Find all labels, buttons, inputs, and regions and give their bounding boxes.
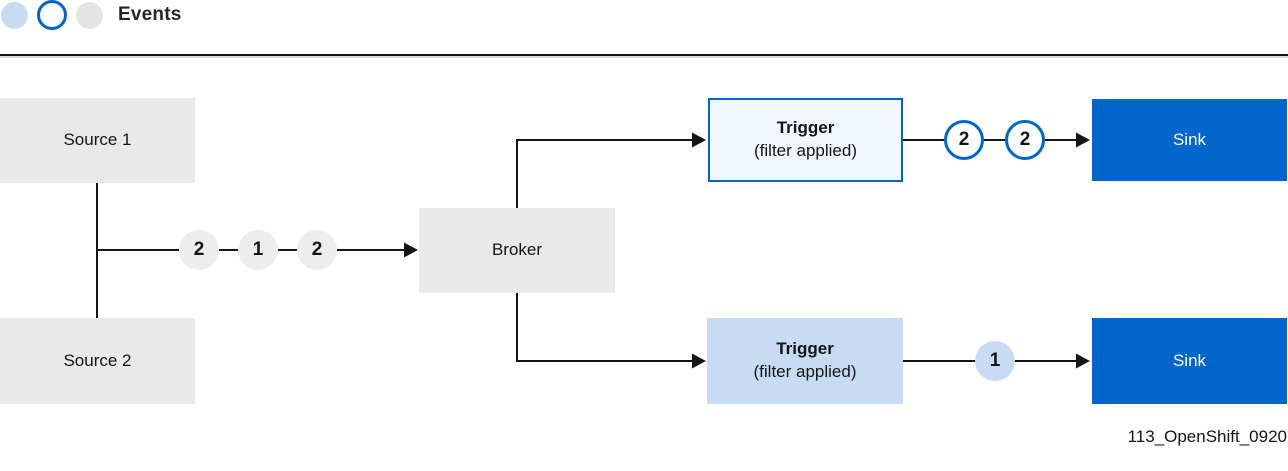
source-1-label: Source 1: [63, 130, 132, 150]
arrowhead-to-trigger1: [692, 132, 706, 148]
trigger-1-node: Trigger (filter applied): [708, 98, 903, 182]
arrowhead-to-sink2: [1076, 353, 1090, 369]
event-badge-lightblue: 1: [975, 341, 1015, 381]
arrowhead-to-sink1: [1076, 132, 1090, 148]
broker-label: Broker: [491, 240, 543, 260]
event-badge-outlined: 2: [944, 120, 984, 160]
sink-2-node: Sink: [1092, 318, 1287, 404]
trigger-2-title: Trigger: [776, 339, 834, 359]
trigger-1-subtitle: (filter applied): [754, 141, 857, 160]
legend-event-lightblue-icon: [1, 2, 28, 29]
arrowhead-to-broker: [404, 242, 418, 258]
event-badge-gray: 2: [179, 230, 219, 270]
source-2-label: Source 2: [63, 350, 132, 370]
header-rule: [0, 54, 1288, 56]
trigger-2-subtitle: (filter applied): [753, 362, 857, 381]
legend-event-outlined-icon: [37, 0, 67, 30]
sink-1-node: Sink: [1092, 99, 1287, 181]
figure-id-caption: 113_OpenShift_0920: [1127, 427, 1287, 446]
legend-event-gray-icon: [76, 2, 103, 29]
event-badge-gray: 1: [238, 230, 278, 270]
arrowhead-to-trigger2: [692, 353, 706, 369]
source-2-node: Source 2: [0, 318, 195, 404]
legend-label: Events: [118, 4, 182, 25]
event-badge-gray: 2: [297, 230, 337, 270]
header-rule-shadow: [0, 56, 1288, 58]
sink-1-label: Sink: [1172, 129, 1207, 149]
event-badge-outlined: 2: [1005, 120, 1045, 160]
broker-node: Broker: [419, 208, 615, 293]
source-1-node: Source 1: [0, 98, 195, 183]
sink-2-label: Sink: [1172, 350, 1207, 370]
trigger-1-title: Trigger: [776, 118, 835, 138]
trigger-2-node: Trigger (filter applied): [707, 318, 903, 404]
